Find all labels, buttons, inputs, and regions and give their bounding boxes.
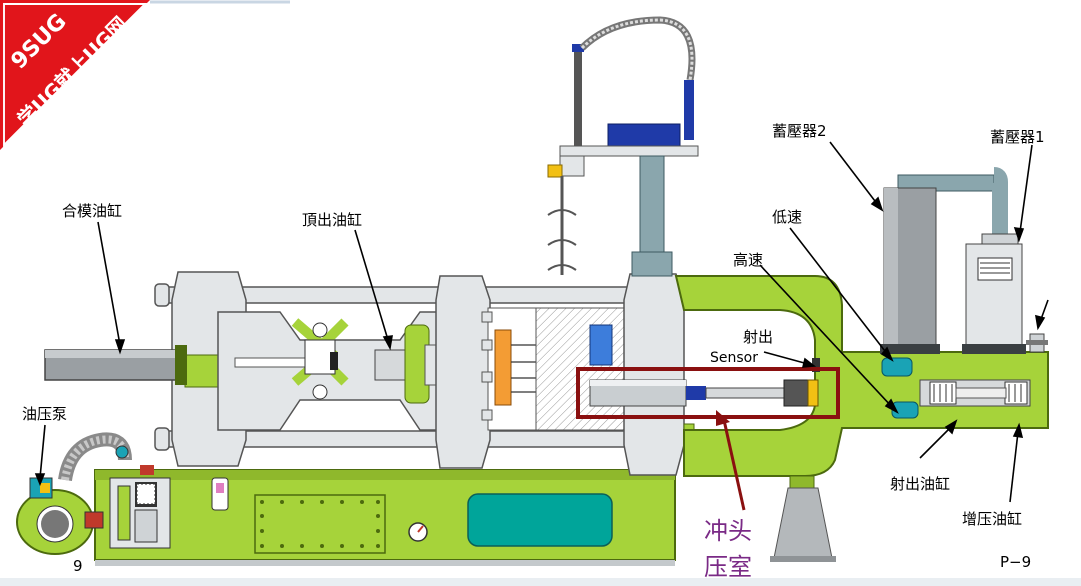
label-accumulator-2: 蓄壓器2: [772, 122, 827, 140]
label-shot: 射出: [743, 328, 774, 346]
clamp-cylinder: [44, 345, 187, 385]
site-badge: 9SUG 学UG就上UG网: [0, 0, 150, 150]
label-high-speed: 高速: [733, 251, 764, 269]
label-plunger-line1: 冲头: [704, 517, 752, 545]
label-clamp-cylinder: 合模油缸: [62, 202, 123, 220]
access-panel: [254, 494, 386, 554]
pedestal: [773, 487, 833, 559]
die: [481, 307, 627, 431]
valve-blocks: [881, 357, 919, 419]
tie-bars: [154, 283, 631, 451]
plunger-pointer-arrow: [716, 410, 746, 511]
label-oil-pump: 油压泵: [22, 405, 68, 423]
plunger-highlight-box: [576, 367, 840, 419]
callout-lines: [34, 141, 1049, 503]
oil-pump: [16, 432, 171, 555]
bottom-bar: [0, 578, 1081, 586]
label-low-speed: 低速: [772, 208, 803, 226]
moving-platen: [435, 275, 491, 469]
label-shot-cylinder: 射出油缸: [890, 475, 951, 493]
shot-cylinder: [919, 379, 1031, 407]
page-number-right: P−9: [1000, 553, 1032, 571]
machine-base: [94, 469, 676, 566]
label-sensor: Sensor: [710, 350, 758, 366]
label-boost-cylinder: 增压油缸: [962, 510, 1023, 528]
tank-window: [467, 493, 613, 547]
accumulator-2: [880, 174, 995, 354]
label-plunger-line2: 压室: [704, 553, 752, 581]
plunger-sleeve: [589, 358, 820, 407]
accumulator-1: [962, 167, 1026, 354]
label-ejector-cylinder: 頂出油缸: [302, 211, 363, 229]
toggle-mechanism: [217, 311, 446, 431]
ladle-crane: [547, 16, 699, 277]
page-number-left: 9: [73, 557, 83, 575]
label-accumulator-1: 蓄壓器1: [990, 128, 1045, 146]
